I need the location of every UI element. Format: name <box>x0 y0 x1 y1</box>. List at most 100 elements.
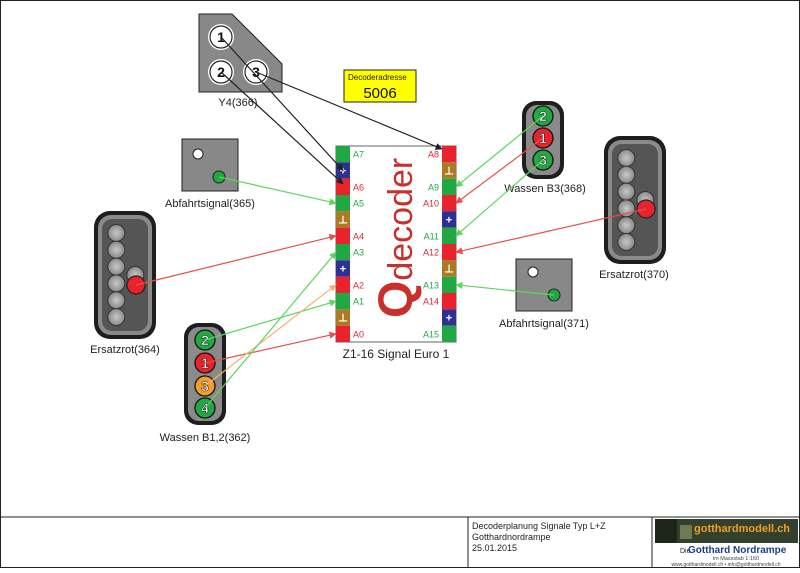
signal-housing <box>181 138 239 192</box>
decoder-pin-right <box>442 227 456 244</box>
brand-die: Die <box>680 548 691 555</box>
signal-ersatzrot-370: Ersatzrot(370) <box>599 136 669 281</box>
decoder-pin-left <box>336 309 350 326</box>
wire-wassen-b3-1 <box>455 137 544 204</box>
brand-scale: im Massstab 1:160 <box>713 556 759 562</box>
dark-lamp <box>107 224 126 242</box>
decoder-pin-right <box>442 195 456 212</box>
decoder-pin-right <box>442 309 456 326</box>
signal-caption: Abfahrtsignal(371) <box>499 318 589 330</box>
decoder-pin-right <box>442 178 456 195</box>
decoder-pin-left <box>336 260 350 277</box>
signal-caption: Y4(366) <box>218 97 257 109</box>
logo-photo-detail <box>680 525 692 539</box>
decoder-pin-label: A1 <box>353 297 364 307</box>
decoder-pin-label: A5 <box>353 199 364 209</box>
dark-lamp <box>107 291 126 310</box>
dark-lamp <box>617 216 636 235</box>
signal-caption: Ersatzrot(364) <box>90 344 160 356</box>
brand-contact: www.gotthardmodell.ch • info@gotthardmod… <box>671 562 780 568</box>
logo-banner <box>655 519 798 543</box>
brand-name: Gotthard Nordrampe <box>688 545 787 556</box>
decoder-pin-left <box>336 146 350 163</box>
decoder-pin-right <box>442 276 456 293</box>
white-lamp <box>527 266 539 278</box>
decoder-brand-rest: decoder <box>382 158 420 281</box>
decoder-pin-right <box>442 293 456 310</box>
decoder-pin-label: A7 <box>353 150 364 160</box>
decoder-pin-symbol: ⊥ <box>338 313 348 325</box>
wire-ersatzrot370 <box>455 208 647 255</box>
white-lamp <box>192 148 204 160</box>
decoder-brand: Qdecoder <box>370 158 423 318</box>
decoder-pin-symbol: + <box>340 264 346 276</box>
decoder-pin-right <box>442 146 456 163</box>
address-box <box>343 69 417 103</box>
decoder-pin-label: A8 <box>428 150 439 160</box>
decoder-board: A7+A6A5⊥A4A3+A2A1⊥A0A8⊥A9A10+A11A12⊥A13A… <box>335 145 457 361</box>
signal-caption: Wassen B1,2(362) <box>160 432 251 444</box>
wire-wassen-b3-2 <box>455 115 544 188</box>
decoder-pin-right <box>442 244 456 261</box>
decoder-pin-symbol: + <box>340 166 346 178</box>
dark-lamp <box>107 257 126 276</box>
dark-lamp <box>617 149 636 167</box>
decoder-pin-label: A3 <box>353 248 364 258</box>
decoder-pin-left <box>336 293 350 310</box>
wires-layer <box>135 36 647 409</box>
decoder-pin-label: A0 <box>353 329 364 339</box>
dark-lamp <box>107 308 126 326</box>
dark-lamp <box>617 182 636 201</box>
wire-y4-3 <box>255 71 443 150</box>
decoder-pin-label: A10 <box>423 199 439 209</box>
decoder-pin-label: A14 <box>423 297 439 307</box>
decoder-pin-left <box>336 276 350 293</box>
decoder-pin-label: A11 <box>424 231 439 241</box>
decoder-pin-left <box>336 244 350 261</box>
signal-caption: Ersatzrot(370) <box>599 269 669 281</box>
signal-caption: Wassen B3(368) <box>504 183 586 195</box>
title-line-3: 25.01.2015 <box>472 543 517 553</box>
decoder-pin-label: A12 <box>423 248 439 258</box>
decoder-pin-symbol: ⊥ <box>444 166 454 178</box>
decoder-body <box>335 145 457 343</box>
decoder-pin-right <box>442 162 456 179</box>
decoder-pin-label: A13 <box>423 280 439 290</box>
decoder-pin-label: A2 <box>353 280 364 290</box>
wire-wassen-b12-2 <box>204 299 337 341</box>
decoder-pin-right <box>442 260 456 277</box>
title-block: Decoderplanung Signale Typ L+ZGotthardno… <box>0 516 800 568</box>
lamp-number: 3 <box>539 152 547 168</box>
wire-abfahrt371 <box>455 281 555 296</box>
decoder-pin-left <box>336 325 350 342</box>
decoder-brand-q: Q <box>370 281 423 318</box>
title-line-2: Gotthardnordrampe <box>472 532 551 542</box>
decoder-pin-label: A4 <box>353 231 364 241</box>
decoder-pin-left <box>336 195 350 212</box>
wire-wassen-b12-4 <box>204 251 337 409</box>
signal-housing <box>515 258 573 312</box>
lamp-number: 2 <box>539 108 547 124</box>
decoder-pin-left <box>336 227 350 244</box>
wire-y4-2 <box>220 71 344 185</box>
decoder-pin-symbol: ⊥ <box>444 264 454 276</box>
dark-lamp <box>107 274 126 293</box>
decoder-pin-label: A9 <box>428 182 439 192</box>
decoder-pin-right <box>442 325 456 342</box>
decoder-pin-symbol: + <box>446 215 452 227</box>
wire-ersatzrot364 <box>135 233 337 286</box>
decoder-pin-label: A15 <box>423 329 439 339</box>
wire-wassen-b12-1 <box>204 331 337 364</box>
wire-wassen-b12-3 <box>204 284 337 387</box>
decoder-pin-label: A6 <box>353 182 364 192</box>
dark-lamp <box>617 165 636 184</box>
wire-wassen-b3-3 <box>455 159 544 237</box>
logo-text: gotthardmodell.ch <box>694 523 790 535</box>
address-label: Decoderadresse <box>348 73 407 82</box>
signal-caption: Abfahrtsignal(365) <box>165 198 255 210</box>
decoder-pin-left <box>336 211 350 228</box>
dark-lamp <box>617 233 636 251</box>
